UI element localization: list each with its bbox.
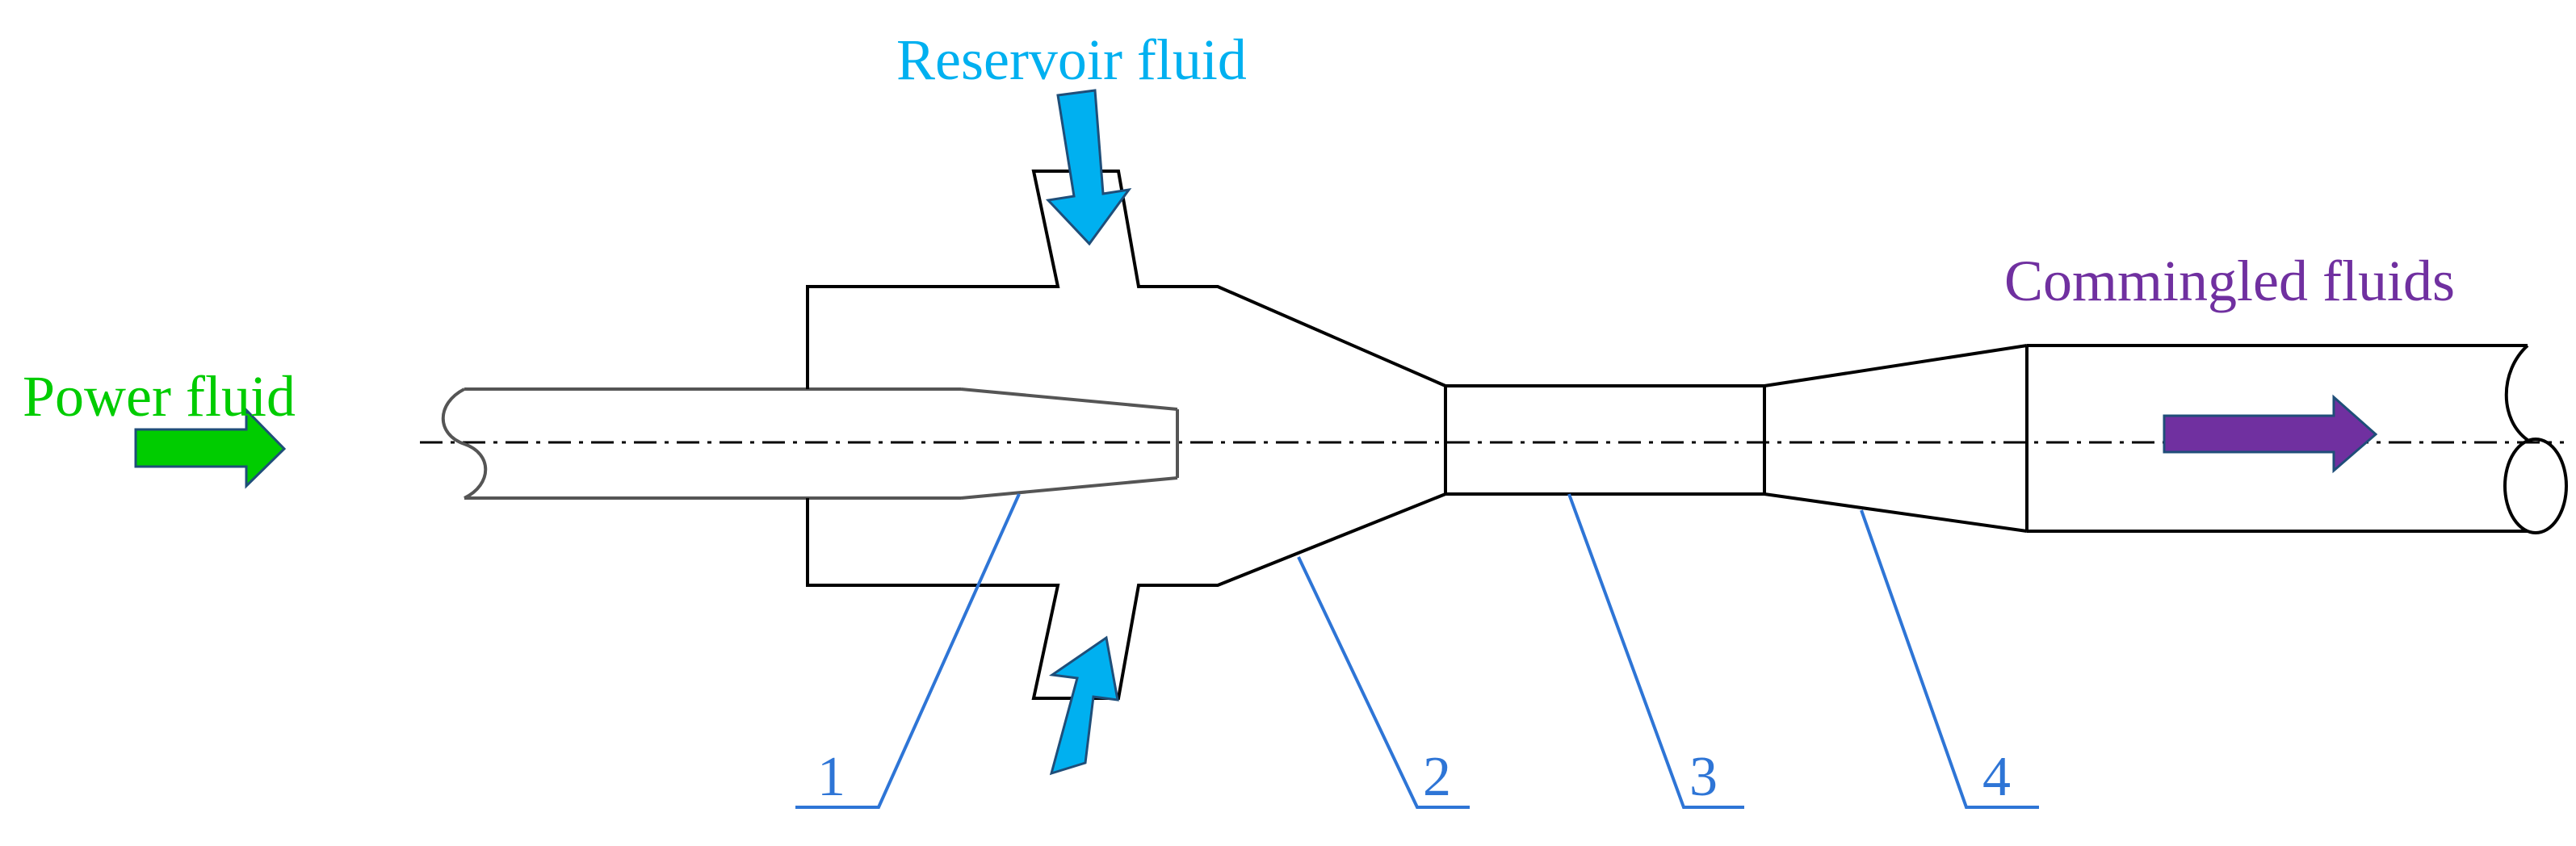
reservoir-arrow-top-icon [1045,89,1132,246]
commingled-fluids-label: Commingled fluids [2004,249,2455,313]
part-number-4: 4 [1982,746,2011,808]
part-number-2: 2 [1423,746,1451,808]
reservoir-arrow-bottom-icon [1048,635,1119,776]
leader-3 [1567,493,1744,809]
leader-2 [1297,556,1470,809]
leader-lines [795,493,2039,809]
part-number-1: 1 [817,746,845,808]
commingled-arrow-icon [2163,394,2378,474]
power-arrow-icon [134,407,287,489]
power-fluid-label: Power fluid [23,364,296,429]
power-inlet-pipe [441,387,961,500]
reservoir-fluid-label: Reservoir fluid [896,27,1247,92]
leader-4 [1860,509,2039,809]
outlet-pipe-break [2503,344,2568,534]
leader-1 [795,493,1021,809]
nozzle [960,387,1179,500]
part-number-3: 3 [1689,746,1718,808]
